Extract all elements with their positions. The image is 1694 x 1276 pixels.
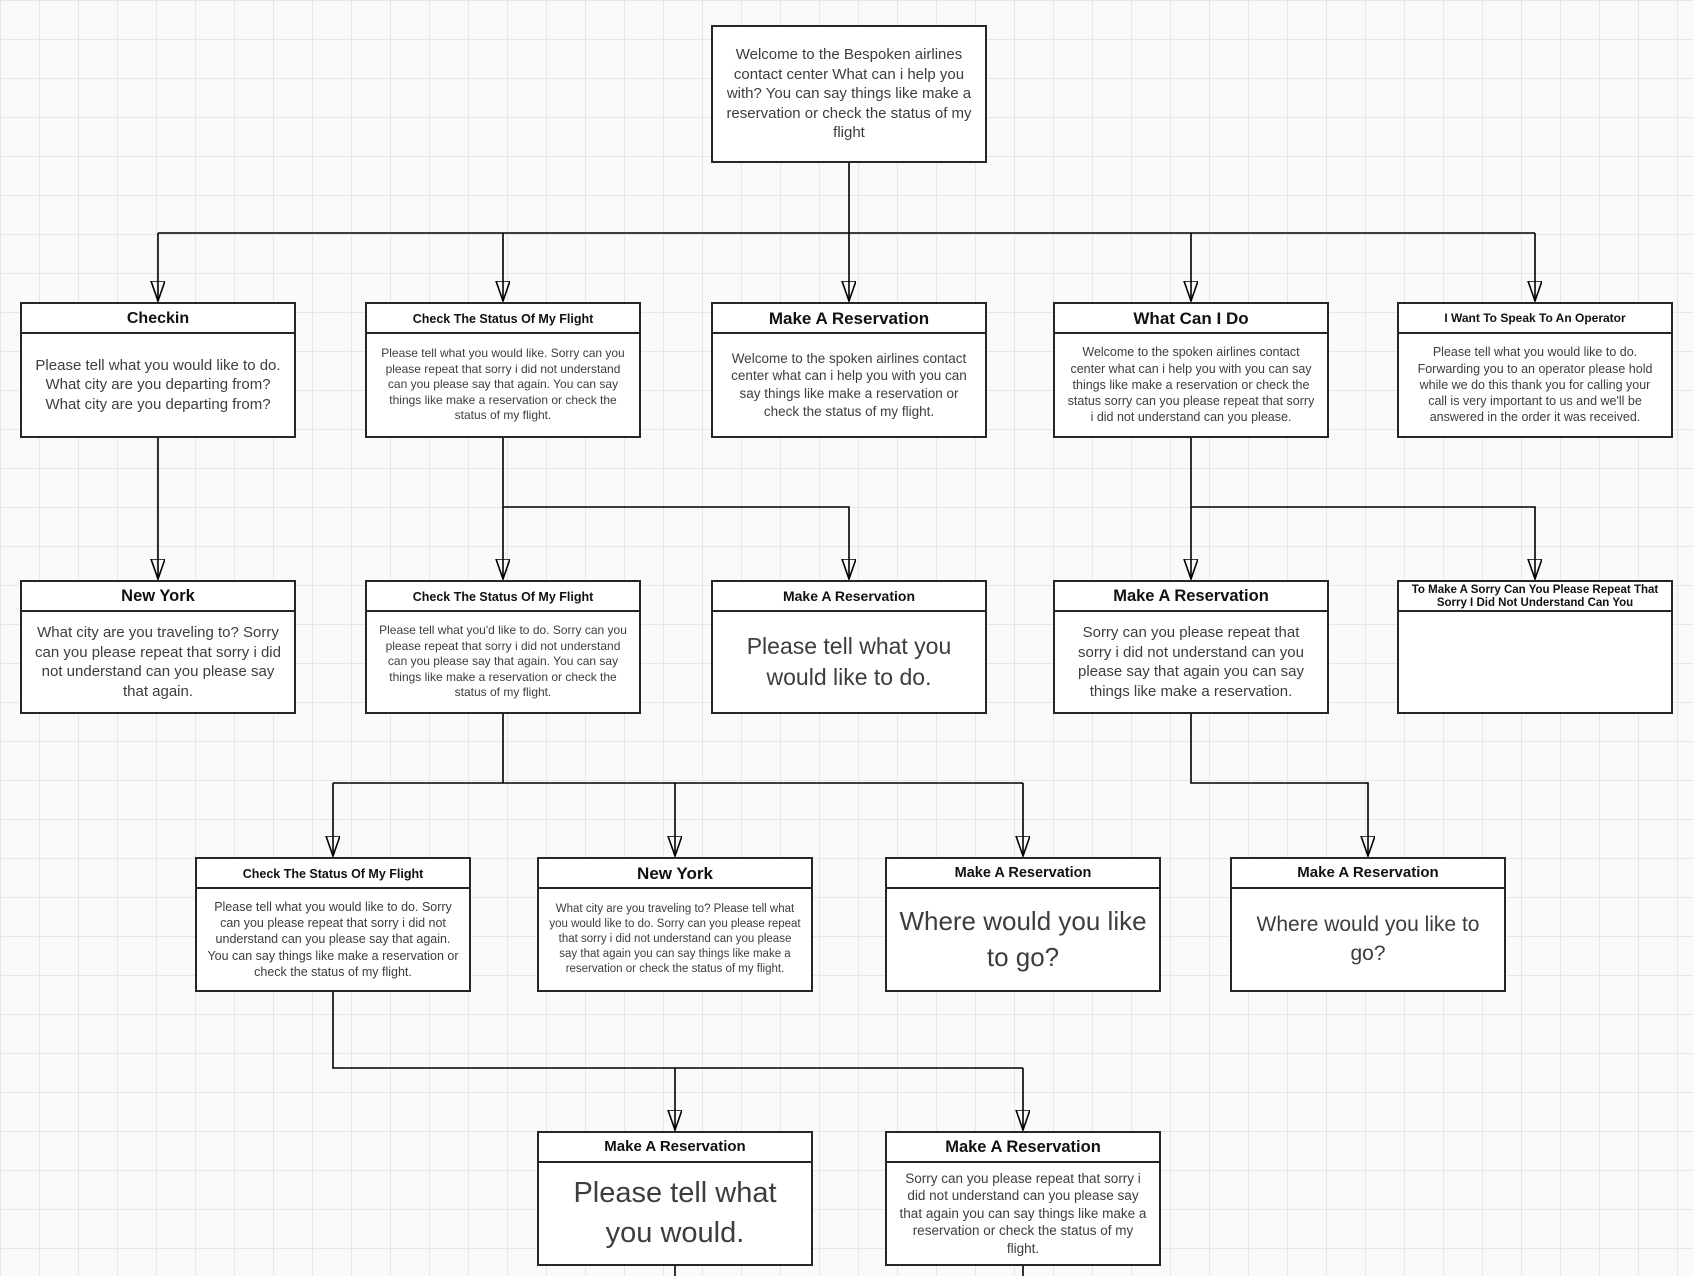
node-body: What city are you traveling to? Sorry ca… bbox=[35, 624, 281, 700]
flow-node-speak-to-operator[interactable]: I Want To Speak To An Operator Please te… bbox=[1397, 302, 1673, 438]
edge-checkstatus-makereservation2 bbox=[503, 506, 849, 579]
node-body: Please tell what you would like to do. bbox=[746, 632, 952, 690]
node-title: Checkin bbox=[22, 304, 294, 334]
edge-root-trunk bbox=[158, 163, 1535, 234]
node-title: Check The Status Of My Flight bbox=[367, 304, 639, 334]
flow-node-new-york-2[interactable]: New York What city are you traveling to?… bbox=[537, 857, 813, 992]
flow-node-checkin[interactable]: Checkin Please tell what you would like … bbox=[20, 302, 296, 438]
node-body: Please tell what you would like to do. F… bbox=[1417, 345, 1653, 425]
node-title: New York bbox=[22, 582, 294, 612]
node-title: Make A Reservation bbox=[713, 304, 985, 334]
node-body: Welcome to the spoken airlines contact c… bbox=[731, 350, 967, 419]
flow-node-make-reservation-3[interactable]: Make A Reservation Sorry can you please … bbox=[1053, 580, 1329, 714]
flow-node-what-can-i-do[interactable]: What Can I Do Welcome to the spoken airl… bbox=[1053, 302, 1329, 438]
node-title: I Want To Speak To An Operator bbox=[1399, 304, 1671, 334]
node-body: Please tell what you would like to do. W… bbox=[35, 356, 281, 413]
flow-node-check-status-1[interactable]: Check The Status Of My Flight Please tel… bbox=[365, 302, 641, 438]
edge-checkstatus2-trunk bbox=[333, 714, 1023, 784]
flow-node-make-reservation-6[interactable]: Make A Reservation Please tell what you … bbox=[537, 1131, 813, 1266]
flow-node-make-reservation-4[interactable]: Make A Reservation Where would you like … bbox=[885, 857, 1161, 992]
flow-node-check-status-3[interactable]: Check The Status Of My Flight Please tel… bbox=[195, 857, 471, 992]
node-body: Sorry can you please repeat that sorry i… bbox=[1078, 624, 1304, 700]
node-title: Make A Reservation bbox=[539, 1133, 811, 1163]
flow-node-make-reservation-2[interactable]: Make A Reservation Please tell what you … bbox=[711, 580, 987, 714]
node-body: Please tell what you would like to do. S… bbox=[207, 899, 459, 979]
node-body: Where would you like to go? bbox=[899, 906, 1147, 972]
node-body: What city are you traveling to? Please t… bbox=[549, 903, 801, 975]
node-body: Please tell what you'd like to do. Sorry… bbox=[379, 623, 627, 700]
flow-node-make-reservation-5[interactable]: Make A Reservation Where would you like … bbox=[1230, 857, 1506, 992]
node-body: Please tell what you would like. Sorry c… bbox=[381, 346, 625, 423]
node-title: Check The Status Of My Flight bbox=[197, 859, 469, 889]
node-body bbox=[1399, 612, 1671, 712]
edge-checkstatus3-trunk bbox=[332, 992, 1023, 1069]
flow-node-to-make-a-sorry[interactable]: To Make A Sorry Can You Please Repeat Th… bbox=[1397, 580, 1673, 714]
node-body: Where would you like to go? bbox=[1256, 913, 1480, 965]
node-body: Please tell what you would. bbox=[573, 1177, 777, 1249]
node-title: Make A Reservation bbox=[887, 1133, 1159, 1163]
edge-makereservation3-makereservation5 bbox=[1190, 714, 1368, 856]
node-body: Welcome to the spoken airlines contact c… bbox=[1067, 345, 1315, 425]
node-body: Welcome to the Bespoken airlines contact… bbox=[726, 46, 972, 142]
node-title: Make A Reservation bbox=[713, 582, 985, 612]
edge-whatcanido-tomakeasorry bbox=[1191, 506, 1535, 579]
node-title: Make A Reservation bbox=[887, 859, 1159, 889]
node-title: New York bbox=[539, 859, 811, 889]
flow-node-make-reservation-1[interactable]: Make A Reservation Welcome to the spoken… bbox=[711, 302, 987, 438]
node-title: Make A Reservation bbox=[1232, 859, 1504, 889]
node-title: What Can I Do bbox=[1055, 304, 1327, 334]
node-title: Check The Status Of My Flight bbox=[367, 582, 639, 612]
flow-node-root-welcome[interactable]: Welcome to the Bespoken airlines contact… bbox=[711, 25, 987, 163]
flow-node-make-reservation-7[interactable]: Make A Reservation Sorry can you please … bbox=[885, 1131, 1161, 1266]
node-title: Make A Reservation bbox=[1055, 582, 1327, 612]
node-body: Sorry can you please repeat that sorry i… bbox=[899, 1170, 1147, 1256]
flow-node-check-status-2[interactable]: Check The Status Of My Flight Please tel… bbox=[365, 580, 641, 714]
flow-node-new-york-1[interactable]: New York What city are you traveling to?… bbox=[20, 580, 296, 714]
node-title: To Make A Sorry Can You Please Repeat Th… bbox=[1399, 582, 1671, 612]
